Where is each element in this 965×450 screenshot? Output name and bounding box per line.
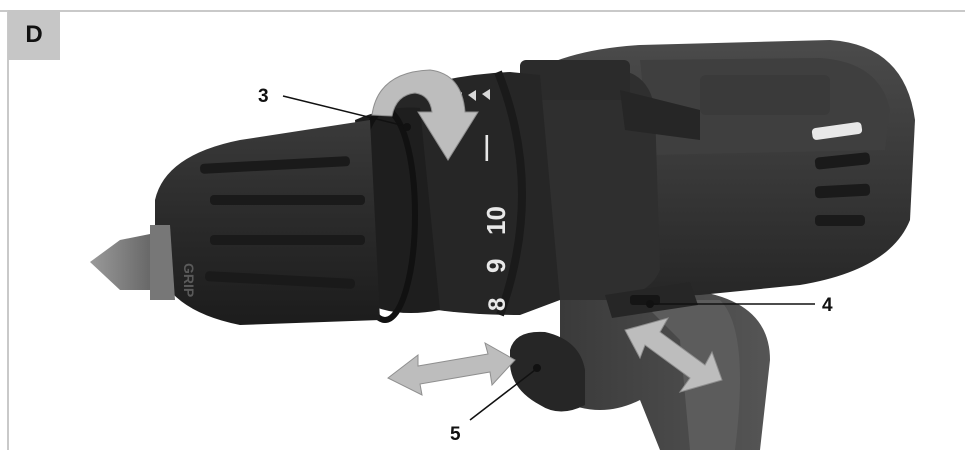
keyless-chuck: GRIP <box>155 120 380 325</box>
frame-top-rule <box>0 10 965 12</box>
callout-3-label: 3 <box>258 86 269 107</box>
chuck-grip-text: GRIP <box>181 263 197 297</box>
dial-markings: — 10 9 8 <box>455 89 511 311</box>
callout-5-label: 5 <box>450 424 461 445</box>
drill-handle <box>560 290 770 450</box>
frame-left-rule <box>7 10 9 450</box>
section-letter-badge: D <box>8 10 60 60</box>
trigger <box>510 331 585 412</box>
diagonal-double-arrow-icon <box>624 317 723 393</box>
chuck-tip <box>90 225 175 300</box>
callout-3-leader <box>282 95 411 131</box>
vent-slots <box>811 122 871 226</box>
curved-rotation-arrow-icon <box>371 69 479 161</box>
horizontal-double-arrow-icon <box>387 341 516 396</box>
dial-mark-8: 8 <box>484 298 511 311</box>
callout-4-label: 4 <box>822 295 833 316</box>
dial-mark-bar: — <box>474 135 504 161</box>
callout-4-leader <box>646 300 815 308</box>
dial-mark-9: 9 <box>481 259 511 273</box>
callout-5-leader <box>469 364 541 421</box>
dial-mark-10: 10 <box>481 206 511 235</box>
